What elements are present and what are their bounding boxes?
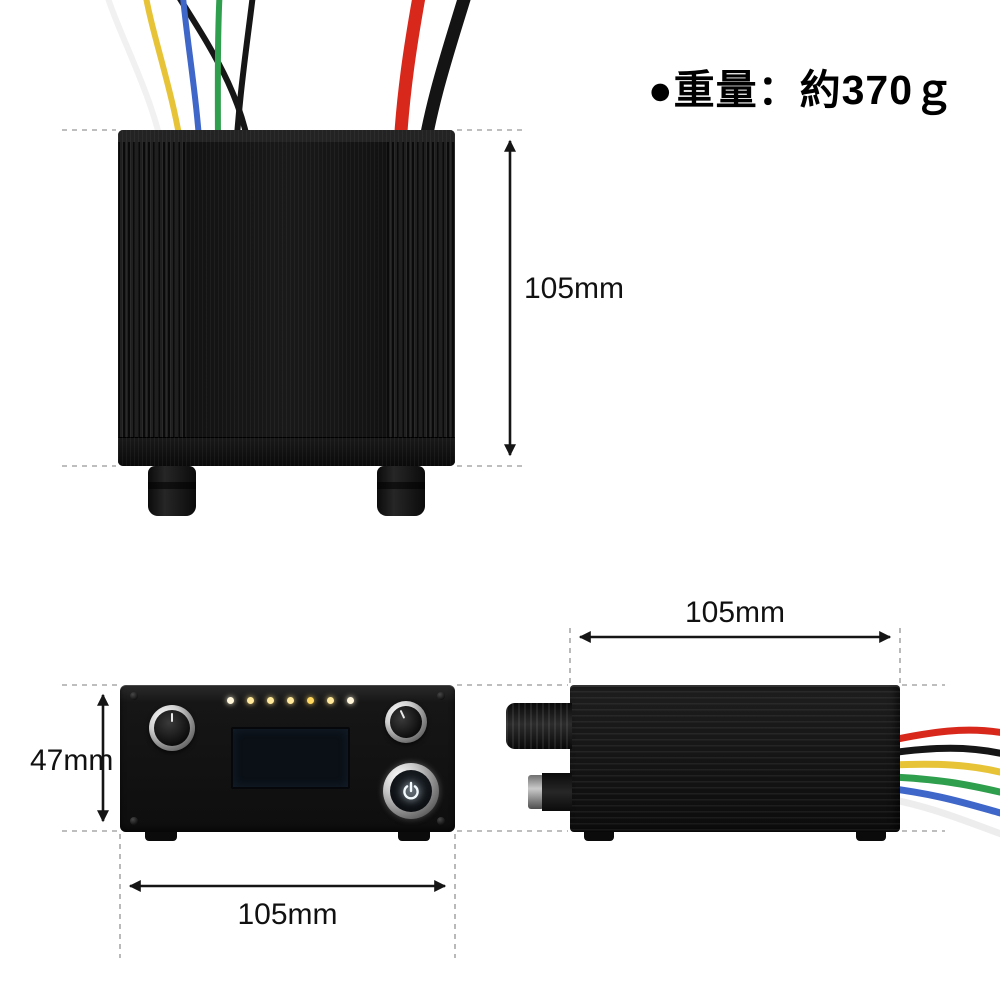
- front-knob-left-top: [148, 466, 196, 516]
- top-view: [118, 130, 455, 516]
- fin-texture: [570, 685, 900, 832]
- front-view: [120, 685, 455, 841]
- screw-icon: [437, 817, 445, 825]
- enclosure-top-cap: [118, 130, 455, 142]
- front-knob-right-top: [377, 466, 425, 516]
- right-knob: [384, 700, 428, 744]
- heatsink-fins-right: [387, 142, 455, 438]
- rubber-foot: [584, 832, 614, 841]
- dashed-guides: [62, 129, 945, 958]
- power-button-face: [390, 770, 432, 812]
- rubber-foot: [856, 832, 886, 841]
- led-indicator: [267, 697, 274, 704]
- rubber-foot: [145, 832, 177, 841]
- dimension-label-top-height: 105mm: [524, 272, 625, 305]
- led-indicator: [307, 697, 314, 704]
- power-icon: [403, 781, 419, 800]
- dimension-label-front-width: 105mm: [237, 898, 338, 931]
- led-indicator-row: [227, 697, 354, 704]
- left-knob: [149, 705, 195, 751]
- side-view: [506, 685, 900, 841]
- screw-icon: [130, 817, 138, 825]
- power-button: [383, 763, 439, 819]
- dimension-arrows: [97, 139, 892, 892]
- heatsink-fins-left: [118, 142, 186, 438]
- enclosure-side-face: [570, 685, 900, 832]
- screw-icon: [437, 692, 445, 700]
- led-indicator: [347, 697, 354, 704]
- led-indicator: [227, 697, 234, 704]
- side-knob-profile: [506, 703, 572, 749]
- led-indicator: [287, 697, 294, 704]
- knob-indicator: [171, 713, 173, 722]
- side-connector-profile: [542, 773, 572, 811]
- dimension-label-side-width: 105mm: [684, 596, 786, 629]
- led-indicator: [327, 697, 334, 704]
- enclosure-bottom-edge: [118, 437, 455, 466]
- oled-display: [231, 727, 350, 789]
- dimension-label-front-height: 47mm: [30, 744, 114, 777]
- brushed-texture: [118, 130, 455, 466]
- weight-label: ●重量：約370ｇ: [647, 67, 955, 113]
- connector-nut: [528, 775, 544, 809]
- screw-icon: [130, 692, 138, 700]
- left-knob-face: [154, 710, 190, 746]
- enclosure-center-panel: [186, 142, 387, 438]
- led-indicator: [247, 697, 254, 704]
- rubber-foot: [398, 832, 430, 841]
